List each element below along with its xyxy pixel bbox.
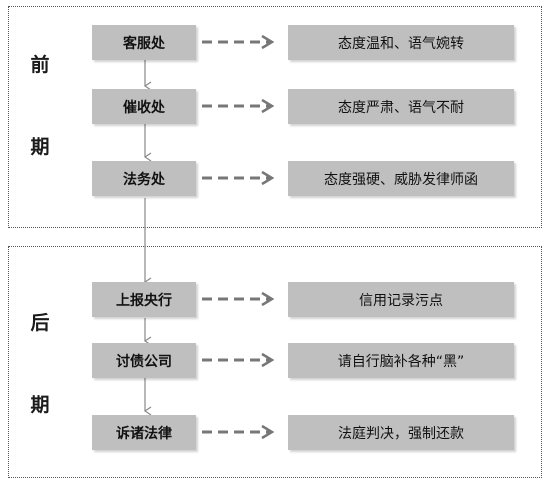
step-box-customer-service: 客服处 [92,25,196,60]
result-box-6: 法庭判决，强制还款 [288,415,514,450]
phase-early-container [8,6,542,228]
phase-late-label-char1: 后 [30,312,50,334]
phase-early-label-char1: 前 [30,54,50,76]
phase-late-container [8,246,542,478]
step-box-legal: 法务处 [92,161,196,196]
step-box-collection: 催收处 [92,89,196,124]
result-box-2: 态度严肃、语气不耐 [288,89,514,124]
result-box-1: 态度温和、语气婉转 [288,25,514,60]
step-box-debt-agency: 讨债公司 [92,343,196,378]
phase-late-label-char2: 期 [30,394,50,416]
result-box-4: 信用记录污点 [288,282,514,317]
step-box-lawsuit: 诉诸法律 [92,415,196,450]
step-box-central-bank: 上报央行 [92,282,196,317]
result-box-3: 态度强硬、威胁发律师函 [288,161,514,196]
phase-early-label-char2: 期 [30,136,50,158]
result-box-5: 请自行脑补各种“黑” [288,343,514,378]
